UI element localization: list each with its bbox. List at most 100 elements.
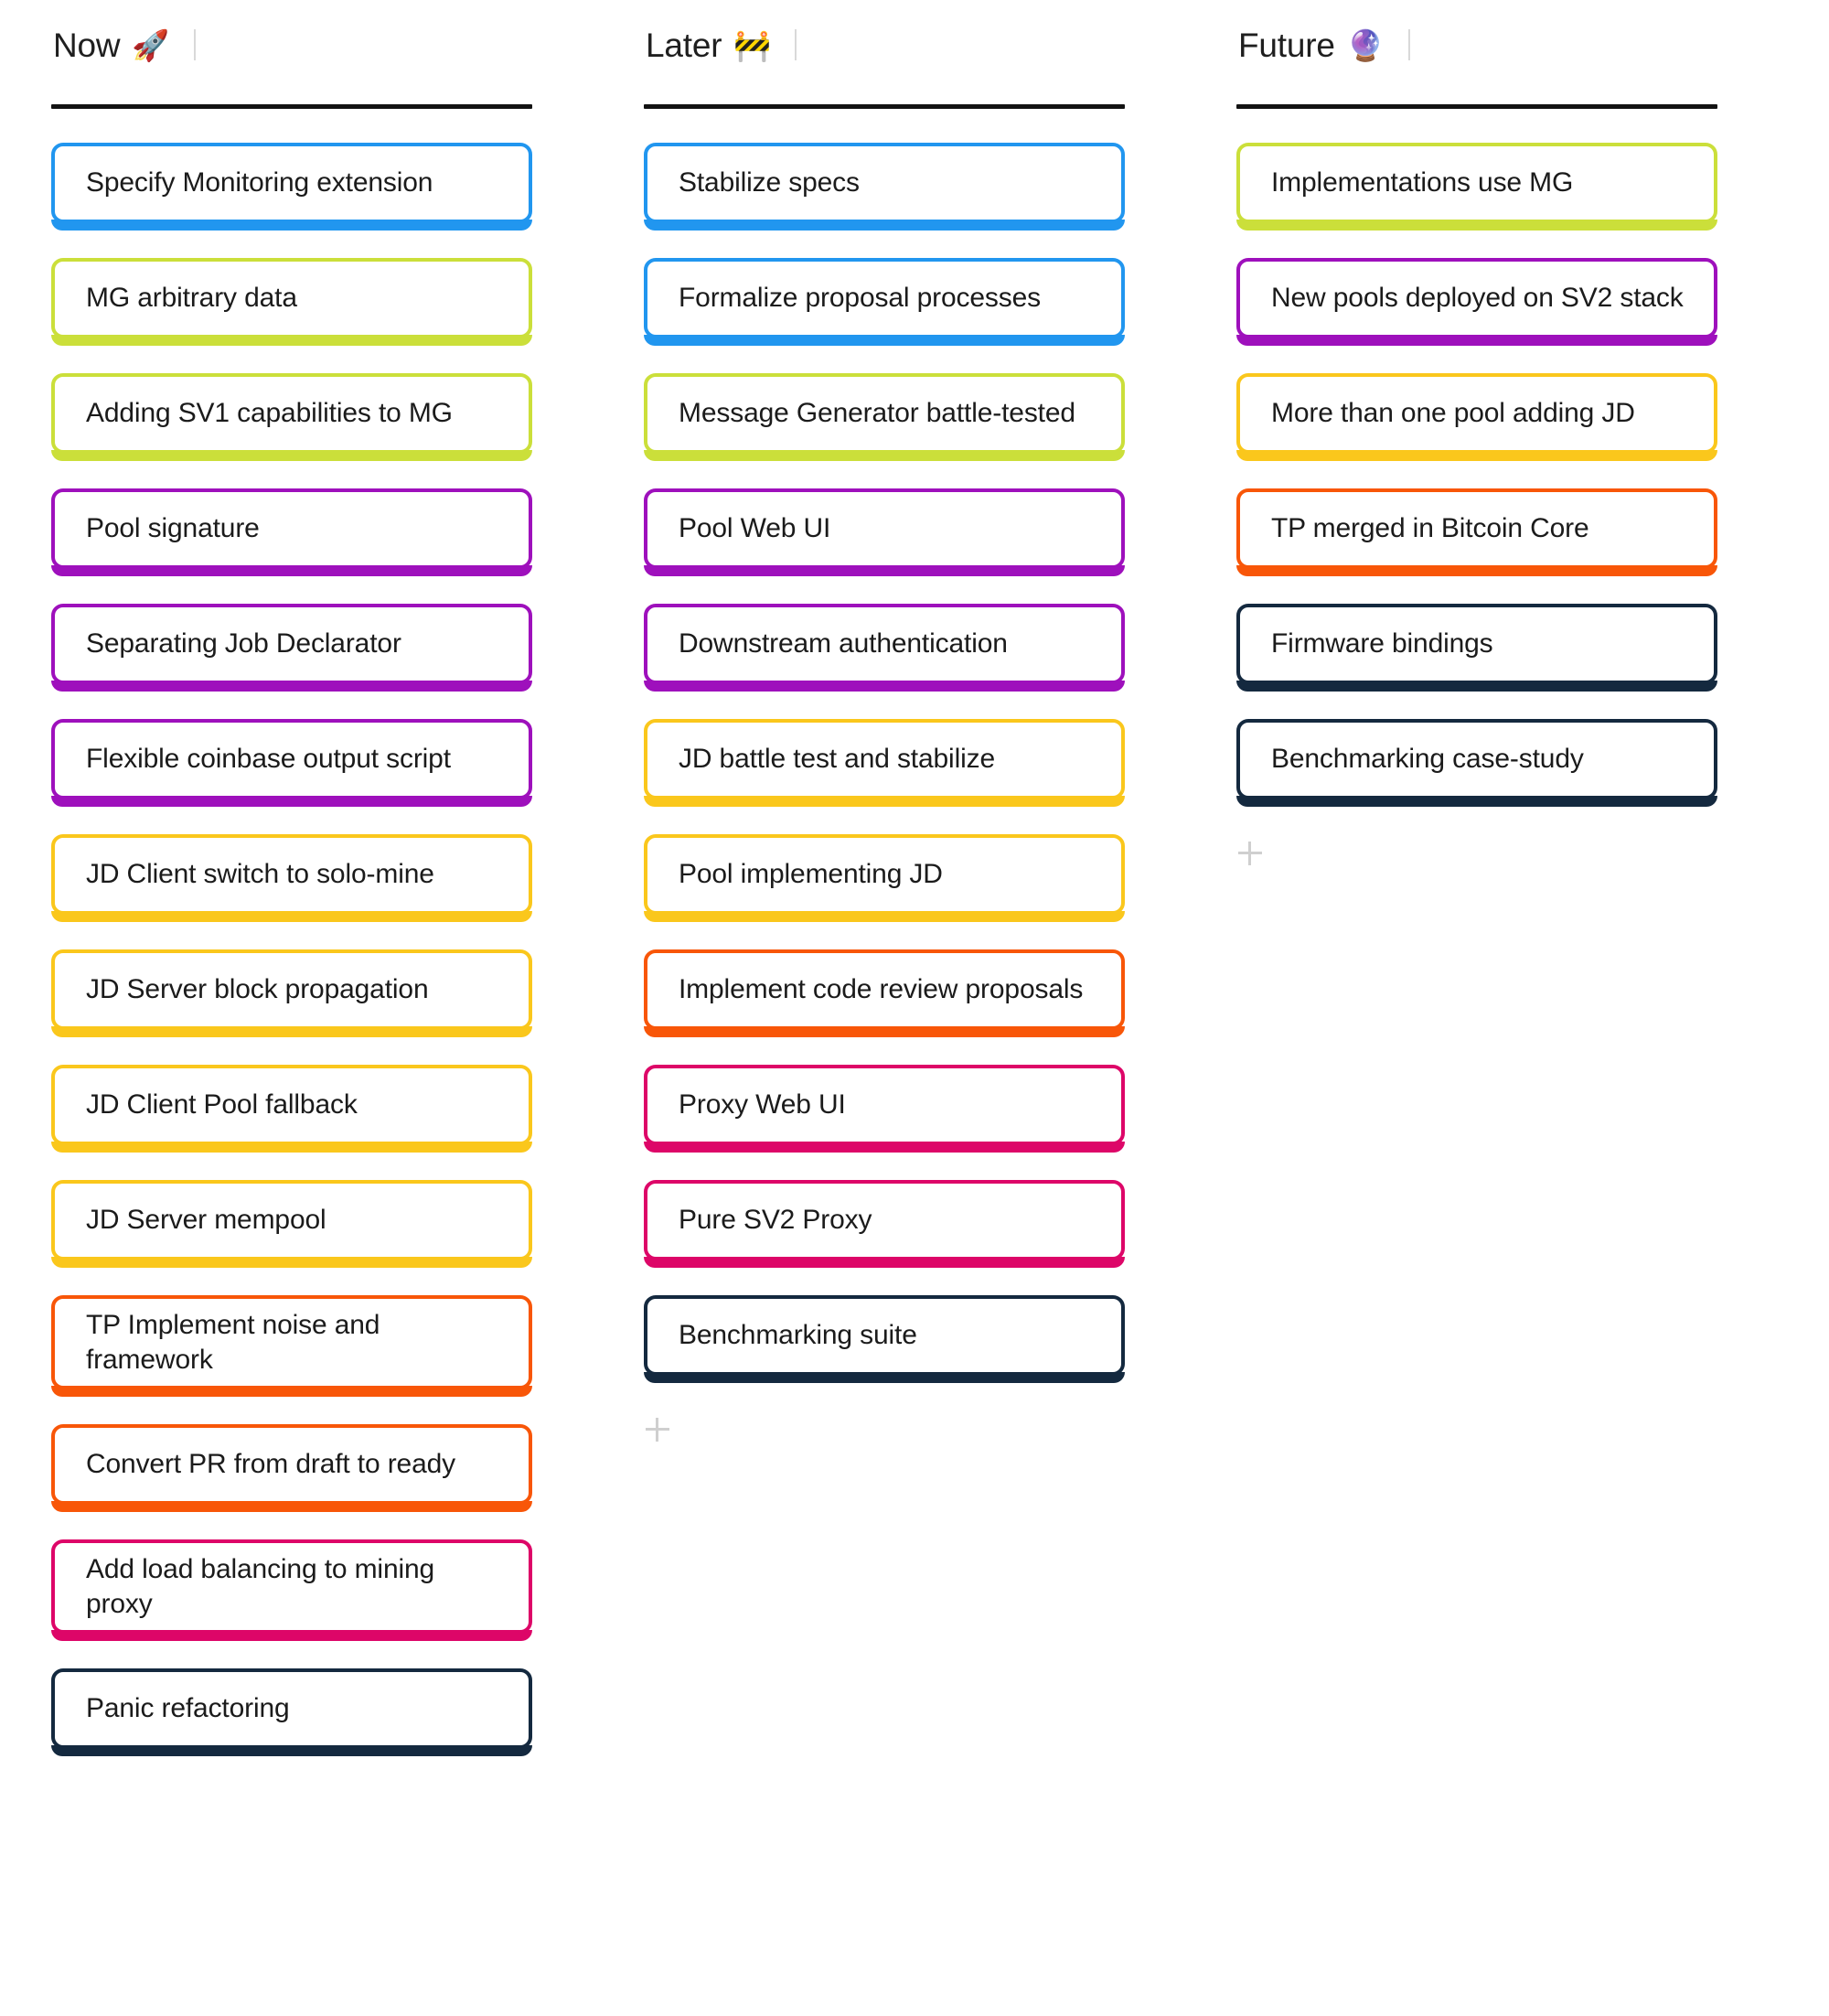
construction-emoji: 🚧 xyxy=(733,27,772,62)
plus-icon[interactable] xyxy=(1238,842,1262,865)
roadmap-card[interactable]: JD Server mempool xyxy=(51,1180,532,1268)
card-fill xyxy=(647,723,1121,796)
card-fill xyxy=(55,1672,529,1745)
card-label: More than one pool adding JD xyxy=(1271,398,1635,429)
roadmap-card[interactable]: Flexible coinbase output script xyxy=(51,719,532,807)
card-fill xyxy=(55,607,529,681)
card-fill xyxy=(647,492,1121,565)
card-fill xyxy=(647,1184,1121,1257)
roadmap-card[interactable]: New pools deployed on SV2 stack xyxy=(1236,258,1717,346)
roadmap-card[interactable]: Implementations use MG xyxy=(1236,143,1717,231)
roadmap-card[interactable]: Panic refactoring xyxy=(51,1668,532,1756)
card-fill xyxy=(55,1543,529,1630)
card-label: Proxy Web UI xyxy=(679,1089,846,1121)
column-title: Future xyxy=(1238,26,1335,64)
roadmap-card[interactable]: More than one pool adding JD xyxy=(1236,373,1717,461)
roadmap-card[interactable]: MG arbitrary data xyxy=(51,258,532,346)
roadmap-card[interactable]: Add load balancing to mining proxy xyxy=(51,1539,532,1641)
card-label: New pools deployed on SV2 stack xyxy=(1271,283,1684,314)
roadmap-card[interactable]: Message Generator battle-tested xyxy=(644,373,1125,461)
roadmap-card[interactable]: JD Client switch to solo-mine xyxy=(51,834,532,922)
roadmap-card[interactable]: Formalize proposal processes xyxy=(644,258,1125,346)
card-label: Panic refactoring xyxy=(86,1693,290,1724)
card-fill xyxy=(647,146,1121,220)
card-label: JD Server block propagation xyxy=(86,974,429,1005)
roadmap-card[interactable]: TP Implement noise and framework xyxy=(51,1295,532,1397)
card-fill xyxy=(55,1068,529,1142)
card-fill xyxy=(55,1299,529,1386)
card-fill xyxy=(1240,492,1714,565)
card-label: Message Generator battle-tested xyxy=(679,398,1075,429)
card-fill xyxy=(647,377,1121,450)
card-fill xyxy=(647,262,1121,335)
card-label: JD Client Pool fallback xyxy=(86,1089,358,1121)
card-fill xyxy=(55,262,529,335)
column-now: Now🚀 Specify Monitoring extension MG arbit… xyxy=(24,16,560,1756)
roadmap-card[interactable]: JD Server block propagation xyxy=(51,949,532,1037)
card-fill xyxy=(647,1299,1121,1372)
card-label: Benchmarking suite xyxy=(679,1320,917,1351)
roadmap-card[interactable]: Implement code review proposals xyxy=(644,949,1125,1037)
card-fill xyxy=(55,1428,529,1501)
roadmap-card[interactable]: Benchmarking suite xyxy=(644,1295,1125,1383)
roadmap-card[interactable]: Pool Web UI xyxy=(644,488,1125,576)
header-divider xyxy=(795,29,797,60)
card-list-future: Implementations use MG New pools deployed… xyxy=(1236,143,1717,807)
roadmap-card[interactable]: Specify Monitoring extension xyxy=(51,143,532,231)
column-header-now: Now🚀 xyxy=(51,16,532,73)
roadmap-card[interactable]: Pure SV2 Proxy xyxy=(644,1180,1125,1268)
card-fill xyxy=(647,607,1121,681)
column-rule xyxy=(1236,104,1717,109)
card-fill xyxy=(1240,723,1714,796)
column-rule xyxy=(51,104,532,109)
column-title: Now xyxy=(53,26,121,64)
card-label: Flexible coinbase output script xyxy=(86,744,451,775)
roadmap-card[interactable]: Proxy Web UI xyxy=(644,1065,1125,1153)
card-list-now: Specify Monitoring extension MG arbitrary… xyxy=(51,143,532,1756)
card-fill xyxy=(1240,146,1714,220)
card-label: Separating Job Declarator xyxy=(86,628,401,659)
card-label: Benchmarking case-study xyxy=(1271,744,1584,775)
card-label: Downstream authentication xyxy=(679,628,1008,659)
roadmap-card[interactable]: Stabilize specs xyxy=(644,143,1125,231)
roadmap-card[interactable]: Downstream authentication xyxy=(644,604,1125,692)
roadmap-card[interactable]: Pool signature xyxy=(51,488,532,576)
column-header-later: Later🚧 xyxy=(644,16,1125,73)
header-divider xyxy=(1407,29,1410,60)
roadmap-card[interactable]: Convert PR from draft to ready xyxy=(51,1424,532,1512)
card-fill xyxy=(647,838,1121,911)
card-label: TP merged in Bitcoin Core xyxy=(1271,513,1589,544)
header-divider xyxy=(193,29,196,60)
card-label: Specify Monitoring extension xyxy=(86,167,433,198)
roadmap-card[interactable]: JD Client Pool fallback xyxy=(51,1065,532,1153)
card-label: Add load balancing to mining proxy xyxy=(86,1554,435,1619)
card-label: Pure SV2 Proxy xyxy=(679,1205,872,1236)
card-fill xyxy=(55,723,529,796)
card-label: JD Server mempool xyxy=(86,1205,326,1236)
roadmap-card[interactable]: Adding SV1 capabilities to MG xyxy=(51,373,532,461)
card-label: TP Implement noise and framework xyxy=(86,1310,380,1375)
card-label: JD Client switch to solo-mine xyxy=(86,859,434,890)
plus-icon[interactable] xyxy=(646,1418,669,1442)
roadmap-card[interactable]: Separating Job Declarator xyxy=(51,604,532,692)
roadmap-card[interactable]: TP merged in Bitcoin Core xyxy=(1236,488,1717,576)
card-fill xyxy=(647,1068,1121,1142)
card-fill xyxy=(55,377,529,450)
column-rule xyxy=(644,104,1125,109)
card-fill xyxy=(55,838,529,911)
card-label: Pool implementing JD xyxy=(679,859,943,890)
roadmap-card[interactable]: Benchmarking case-study xyxy=(1236,719,1717,807)
card-label: Convert PR from draft to ready xyxy=(86,1449,455,1480)
roadmap-card[interactable]: Pool implementing JD xyxy=(644,834,1125,922)
card-fill xyxy=(1240,377,1714,450)
card-fill xyxy=(55,1184,529,1257)
roadmap-card[interactable]: JD battle test and stabilize xyxy=(644,719,1125,807)
card-fill xyxy=(55,953,529,1026)
roadmap-card[interactable]: Firmware bindings xyxy=(1236,604,1717,692)
card-label: Implementations use MG xyxy=(1271,167,1574,198)
card-fill xyxy=(1240,262,1714,335)
card-label: Pool Web UI xyxy=(679,513,831,544)
